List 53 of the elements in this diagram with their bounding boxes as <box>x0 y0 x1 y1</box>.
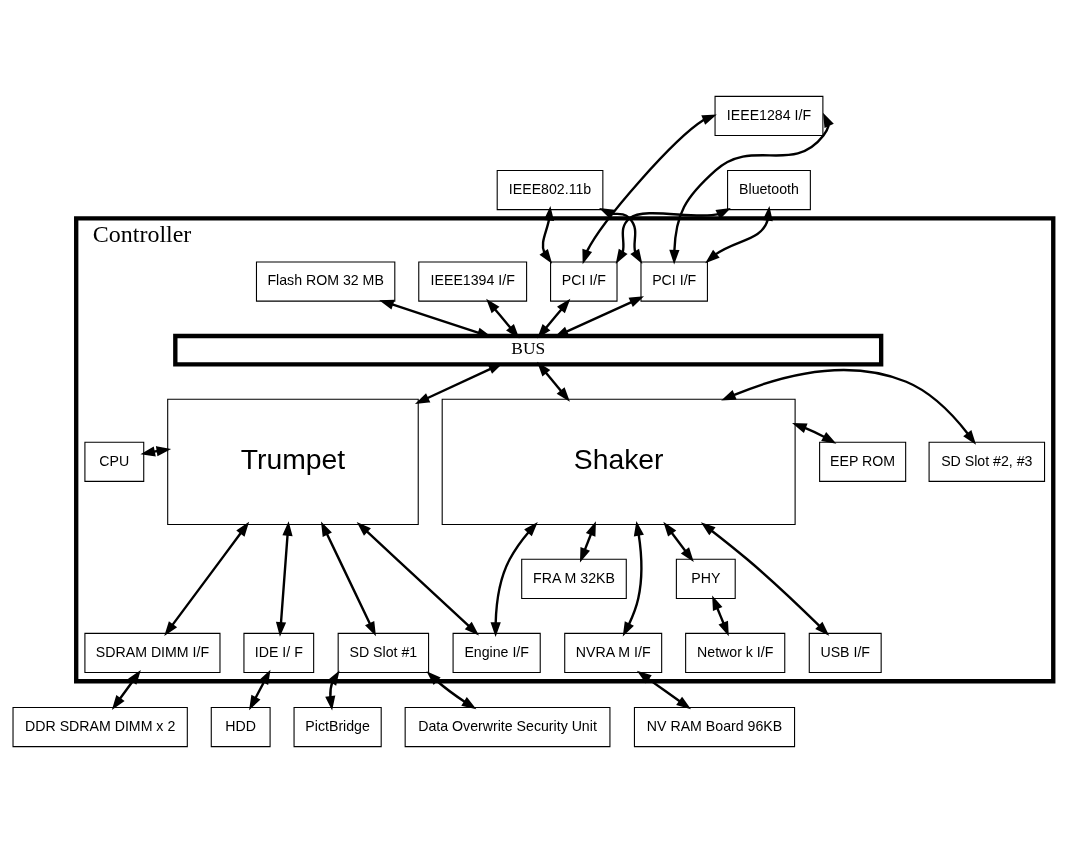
node-box: Trumpet <box>167 398 419 525</box>
node-box: IEEE1284 I/F <box>714 95 824 137</box>
arrow <box>275 521 293 637</box>
arrow <box>700 522 830 636</box>
arrow <box>249 669 271 711</box>
arrow <box>599 208 643 264</box>
node-box: SD Slot #2, #3 <box>928 441 1046 482</box>
arrow <box>537 298 571 339</box>
node-box: BUS <box>173 333 884 367</box>
arrow <box>486 298 520 339</box>
node-box: IDE I/ F <box>243 632 315 674</box>
node-box: Data Overwrite Security Unit <box>404 706 611 748</box>
node-box: SD Slot #1 <box>337 632 430 674</box>
node-box: Shaker <box>441 398 796 525</box>
node-box: PCI I/F <box>550 261 618 302</box>
arrow <box>356 522 479 636</box>
node-box: Networ k I/F <box>685 632 786 674</box>
arrow <box>111 670 141 710</box>
node-box: FRA M 32KB <box>521 558 627 600</box>
node-box: Bluetooth <box>727 169 811 211</box>
node-box: HDD <box>210 706 271 748</box>
arrow <box>792 423 837 444</box>
arrow <box>321 521 376 637</box>
arrow <box>579 521 596 563</box>
node-box: Flash ROM 32 MB <box>255 261 396 302</box>
arrow <box>636 670 692 710</box>
node-box: PictBridge <box>293 706 382 748</box>
node-box: DDR SDRAM DIMM x 2 <box>12 706 188 748</box>
node-box: USB I/F <box>808 632 882 674</box>
node-box: EEP ROM <box>819 441 907 482</box>
arrow <box>721 369 977 445</box>
arrow <box>663 521 694 562</box>
arrow <box>712 595 729 637</box>
arrow <box>490 521 538 637</box>
node-box: SDRAM DIMM I/F <box>84 632 221 674</box>
arrow <box>622 521 644 637</box>
node-box: CPU <box>84 441 145 482</box>
arrow <box>426 671 477 710</box>
arrow <box>325 670 340 711</box>
node-box: IEEE802.11b <box>496 169 604 211</box>
arrow <box>537 361 570 402</box>
arrow <box>669 112 834 265</box>
node-box: IEEE1394 I/F <box>418 261 528 302</box>
node-box: Engine I/F <box>452 632 541 674</box>
arrow <box>582 114 717 265</box>
node-box: PCI I/F <box>640 261 708 302</box>
arrow <box>705 206 773 264</box>
arrow <box>539 206 555 264</box>
arrow <box>164 521 250 636</box>
node-box: NV RAM Board 96KB <box>633 706 796 748</box>
node-box: NVRA M I/F <box>564 632 663 674</box>
arrow <box>615 208 731 264</box>
node-box: PHY <box>675 558 736 600</box>
